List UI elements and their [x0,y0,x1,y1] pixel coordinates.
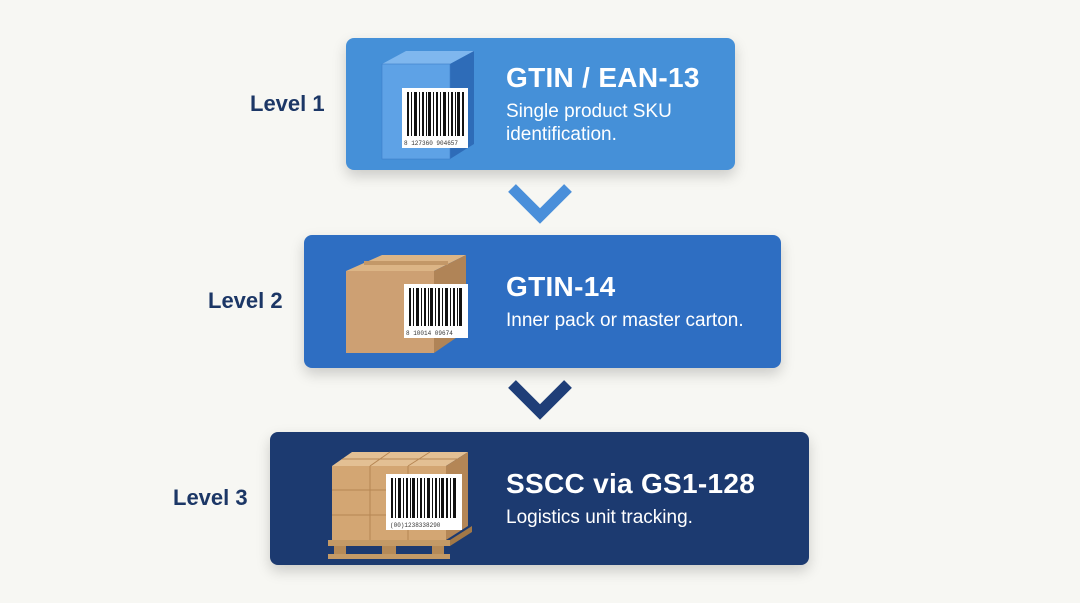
barcode-number: 8 10014 09674 [406,330,453,337]
chevron-down-icon [508,380,572,420]
barcode-number: 8 127360 904657 [404,140,458,147]
level-1-description-line: identification. [506,124,617,145]
level-1-title: GTIN / EAN-13 [506,62,700,93]
level-1-label: Level 1 [250,91,325,116]
level-2-card: 8 10014 09674 GTIN-14 Inner pack or mast… [304,235,781,368]
level-3-description-line: Logistics unit tracking. [506,507,693,528]
barcode-number: (00)1238338290 [390,522,441,529]
level-2-label: Level 2 [208,288,283,313]
level-2-description: Inner pack or master carton. [506,309,744,332]
chevron-down-icon [508,184,572,224]
level-3-description: Logistics unit tracking. [506,506,693,529]
pallet-icon: (00)1238338290 [328,451,472,559]
level-1-card: 8 127360 904657 GTIN / EAN-13 Single pro… [346,38,735,170]
level-3-title: SSCC via GS1-128 [506,468,756,499]
level-3-label: Level 3 [173,485,248,510]
level-3-card: (00)1238338290 SSCC via GS1-128 Logistic… [270,432,809,565]
level-2-title: GTIN-14 [506,271,616,302]
retail-box-icon: 8 127360 904657 [381,51,474,160]
level-1-description: Single product SKU identification. [506,100,672,146]
level-1-description-line: Single product SKU [506,101,672,122]
cardboard-carton-icon: 8 10014 09674 [346,255,468,353]
level-2-description-line: Inner pack or master carton. [506,310,744,331]
